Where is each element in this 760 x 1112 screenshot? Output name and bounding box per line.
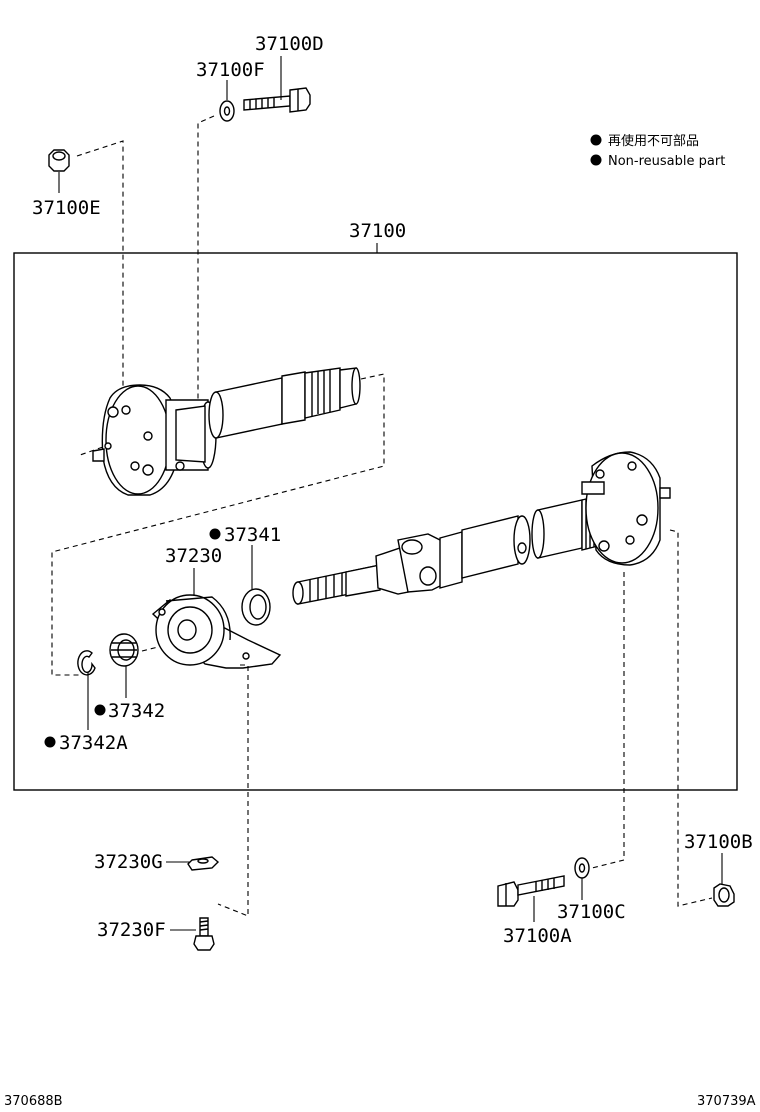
label-37341[interactable]: 37341 — [224, 524, 281, 546]
nut-37100e — [48, 149, 70, 172]
assembly-frame — [13, 252, 738, 791]
label-37230f[interactable]: 37230F — [97, 919, 166, 941]
dust-seal-37341 — [241, 588, 271, 626]
rear-shaft-spline — [292, 564, 381, 605]
label-37230g[interactable]: 37230G — [94, 851, 163, 873]
non-reusable-marker-37342 — [94, 704, 106, 716]
dash-37100b — [669, 529, 713, 907]
dash-37100f — [197, 115, 215, 455]
non-reusable-marker — [590, 154, 602, 166]
label-37230[interactable]: 37230 — [165, 545, 222, 567]
dash-37100e — [76, 140, 124, 456]
dash-bearing-axis — [141, 646, 159, 652]
washer-37100f — [219, 100, 235, 122]
label-37100b[interactable]: 37100B — [684, 831, 753, 853]
label-37100e[interactable]: 37100E — [32, 197, 101, 219]
label-37342[interactable]: 37342 — [108, 700, 165, 722]
footer-left-code: 370688B — [4, 1094, 63, 1109]
nut-37230g — [187, 856, 220, 871]
front-shaft-tube — [208, 367, 361, 439]
non-reusable-marker — [590, 134, 602, 146]
nut-37342 — [109, 633, 139, 667]
legend-english: Non-reusable part — [608, 154, 725, 169]
label-37100d[interactable]: 37100D — [255, 33, 324, 55]
universal-joint — [375, 531, 463, 595]
nut-37100b — [713, 883, 735, 907]
label-37100[interactable]: 37100 — [349, 220, 406, 242]
label-37100f[interactable]: 37100F — [196, 59, 265, 81]
washer-37342a — [77, 650, 96, 676]
dash-37230g — [217, 664, 249, 917]
label-37100c[interactable]: 37100C — [557, 901, 626, 923]
rear-shaft-tube — [461, 515, 531, 579]
dash-37100c — [591, 572, 625, 869]
bolt-37100d — [243, 87, 311, 113]
label-37342a[interactable]: 37342A — [59, 732, 128, 754]
label-37100a[interactable]: 37100A — [503, 925, 572, 947]
footer-right-code: 370739A — [697, 1094, 756, 1109]
center-bearing-37230 — [151, 594, 282, 669]
non-reusable-marker-37342a — [44, 736, 56, 748]
legend-japanese: 再使用不可部品 — [608, 133, 699, 149]
bolt-37230f — [193, 917, 215, 951]
rear-flexible-coupling — [581, 451, 671, 566]
front-flexible-coupling — [92, 384, 217, 496]
bolt-37100a — [497, 875, 565, 907]
legend: 再使用不可部品 Non-reusable part — [590, 133, 725, 169]
non-reusable-marker-37341 — [209, 528, 221, 540]
dash-front-shaft — [51, 373, 385, 676]
washer-37100c — [574, 857, 590, 879]
